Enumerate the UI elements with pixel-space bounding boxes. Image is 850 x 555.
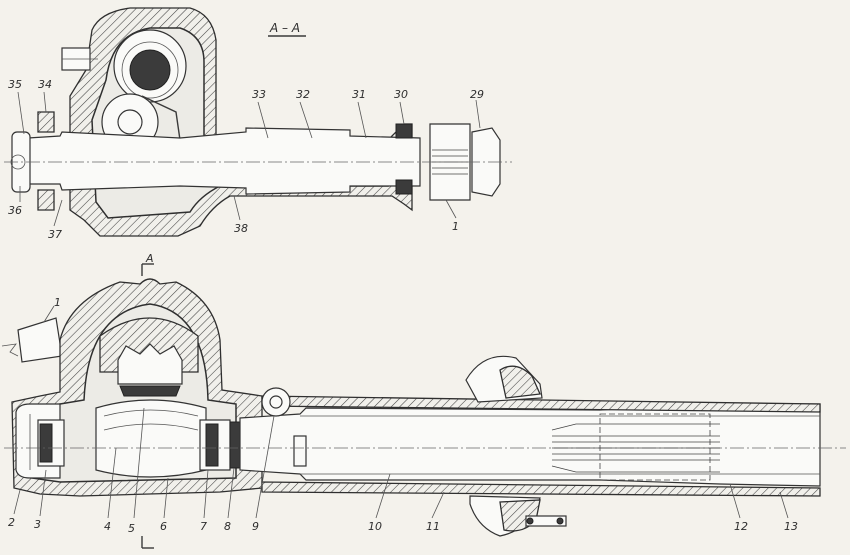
section-title: А – А [269, 21, 300, 35]
callout-30: 30 [394, 88, 408, 101]
callout-1: 1 [54, 296, 61, 309]
callout-29: 29 [470, 88, 484, 101]
pitman-shaft [27, 127, 421, 195]
callout-4: 4 [104, 520, 111, 533]
callout-10: 10 [368, 520, 382, 533]
callout-31: 31 [352, 88, 366, 101]
callout-12: 12 [734, 520, 748, 533]
section-marker-top: А [145, 252, 154, 265]
callout-6: 6 [160, 520, 167, 533]
callout-37: 37 [48, 228, 62, 241]
longitudinal-section-view: А [1, 252, 846, 549]
callout-11: 11 [426, 520, 440, 533]
section-a-a-view: А – А [4, 7, 512, 241]
callout-8: 8 [224, 520, 231, 533]
callout-36: 36 [8, 204, 22, 217]
pitman-nut [471, 127, 501, 197]
splined-shaft [551, 413, 720, 481]
callout-3: 3 [34, 518, 41, 531]
callout-5: 5 [128, 522, 135, 535]
callout-7: 7 [200, 520, 207, 533]
callout-2: 2 [8, 516, 15, 529]
worm [95, 399, 207, 478]
callout-35: 35 [8, 78, 22, 91]
callout-1-top: 1 [452, 220, 459, 233]
callout-9: 9 [252, 520, 259, 533]
callout-38: 38 [234, 222, 248, 235]
callout-34: 34 [38, 78, 52, 91]
callout-32: 32 [296, 88, 310, 101]
input-shaft-stub [17, 317, 63, 363]
roller-shaft-teeth [117, 343, 183, 385]
callout-33: 33 [252, 88, 266, 101]
callout-13: 13 [784, 520, 798, 533]
